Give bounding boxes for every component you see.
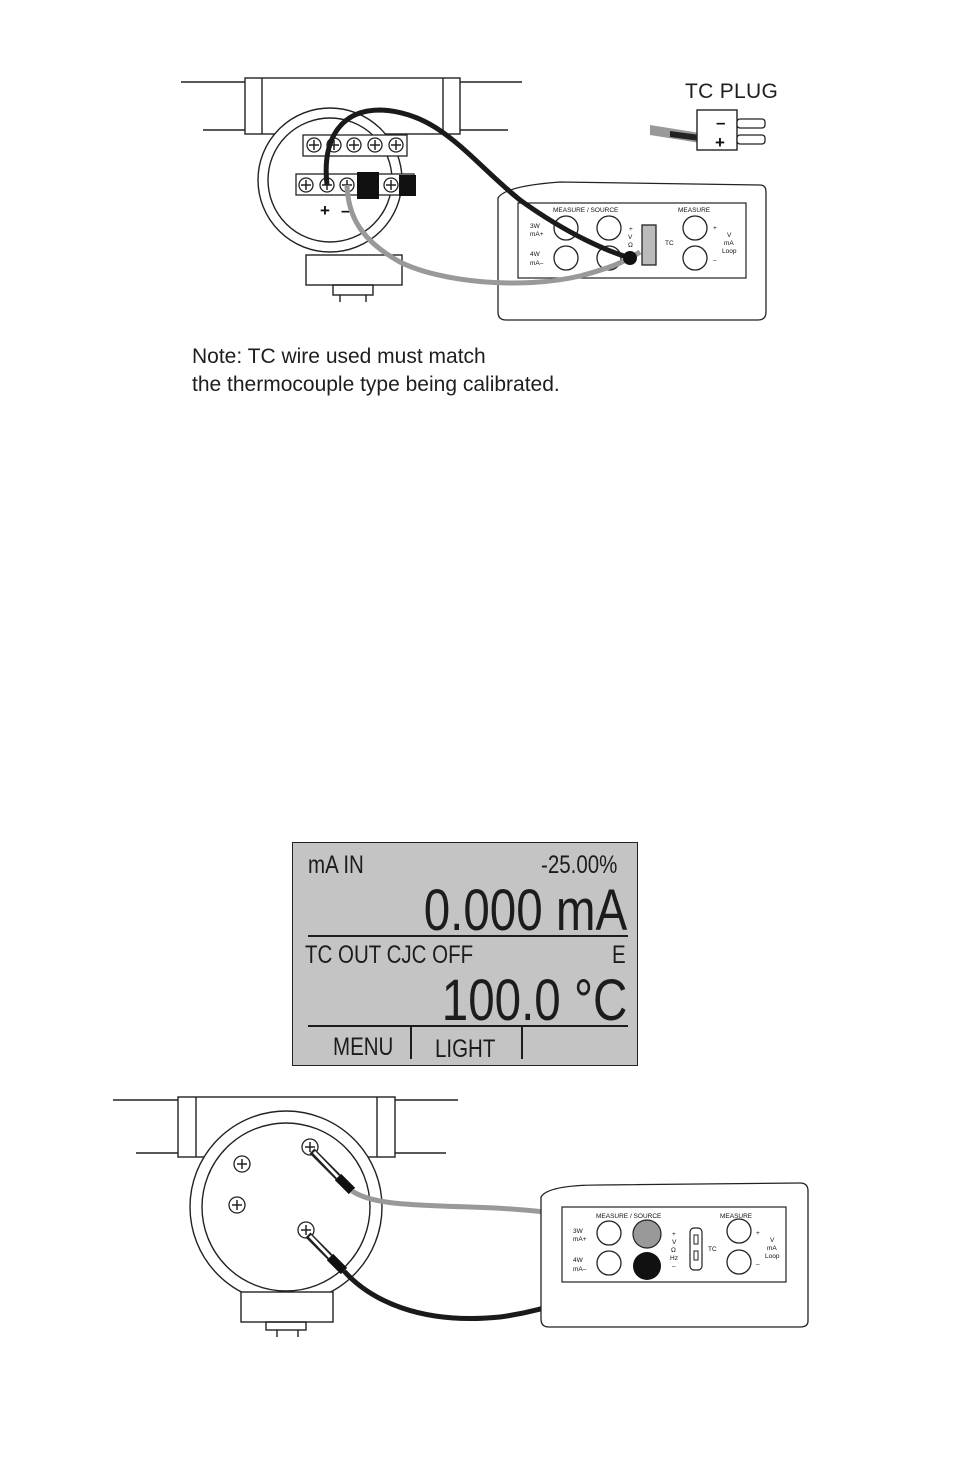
note-line-1: Note: TC wire used must match (192, 345, 486, 368)
panel2-measure: MEASURE (720, 1213, 753, 1220)
terminal-plus-label: + (320, 201, 330, 220)
panel2-mid-v: V (672, 1239, 677, 1246)
plug-minus: – (716, 113, 725, 132)
panel2-3w: 3W (573, 1228, 584, 1235)
panel2-right-loop: Loop (765, 1253, 780, 1260)
calibrator-panel-2: MEASURE / SOURCE MEASURE 3W mA+ 4W mA– +… (540, 1182, 809, 1328)
panel-3w: 3W (530, 223, 541, 230)
note-line-2: the thermocouple type being calibrated. (192, 373, 560, 396)
terminal-block-bottom (295, 172, 416, 199)
lcd-divider-2 (308, 1025, 628, 1027)
panel2-right-plus: + (756, 1230, 760, 1237)
lcd-divider-1 (308, 935, 628, 937)
softkey-light[interactable]: LIGHT (435, 1035, 496, 1063)
transmitter-housing-2 (113, 1096, 458, 1337)
terminal-minus-label: – (341, 201, 350, 220)
panel-right-loop: Loop (722, 248, 737, 255)
panel2-mid-minus: – (672, 1263, 676, 1270)
panel-mid-v: V (628, 234, 633, 241)
tc-plug-icon: – + (650, 109, 766, 152)
lcd-top-left: mA IN (308, 851, 364, 879)
lcd-main-value: 0.000 mA (423, 878, 627, 943)
panel2-mid-hz: Hz (670, 1255, 678, 1262)
panel-measure: MEASURE (678, 207, 711, 214)
panel-ma-plus: mA+ (530, 231, 544, 238)
softkey-menu[interactable]: MENU (333, 1033, 394, 1061)
panel-tc: TC (665, 240, 674, 247)
plug-plus: + (715, 133, 725, 152)
panel2-ma-minus: mA– (573, 1266, 587, 1273)
tc-wiring-diagram: + – – + MEASURE / SOURCE MEASURE 3W mA+ … (181, 77, 767, 321)
note-text: Note: TC wire used must match the thermo… (192, 343, 560, 399)
calibrator-panel: MEASURE / SOURCE MEASURE 3W mA+ 4W mA– +… (497, 181, 767, 321)
softkey-separator-1 (410, 1027, 412, 1059)
black-tc-wire (323, 107, 631, 261)
panel2-mid-plus: + (672, 1231, 676, 1238)
tc-plug-label: TC PLUG (685, 80, 779, 103)
panel-mid-ohm: Ω (628, 242, 633, 249)
softkey-separator-2 (521, 1027, 523, 1059)
panel-measure-source: MEASURE / SOURCE (553, 207, 619, 214)
gray-tc-wire (344, 184, 642, 286)
terminal-block-top (302, 134, 408, 157)
panel-ma-minus: mA– (530, 260, 544, 267)
panel2-ma-plus: mA+ (573, 1236, 587, 1243)
panel-4w: 4W (530, 251, 541, 258)
panel-right-plus: + (713, 225, 717, 232)
panel2-tc: TC (708, 1246, 717, 1253)
panel2-measure-source: MEASURE / SOURCE (596, 1213, 662, 1220)
panel-right-minus: – (713, 257, 717, 264)
panel2-right-ma: mA (767, 1245, 777, 1252)
panel2-mid-ohm: Ω (671, 1247, 676, 1254)
panel2-right-v: V (770, 1237, 775, 1244)
lcd-mid-left: TC OUT CJC OFF (305, 941, 474, 969)
panel-right-ma: mA (724, 240, 734, 247)
probe-leads (305, 1148, 356, 1275)
panel-right-v: V (727, 232, 732, 239)
tc-connector-block (357, 172, 379, 199)
lcd-mid-right: E (612, 941, 626, 969)
ma-measure-wiring-diagram: MEASURE / SOURCE MEASURE 3W mA+ 4W mA– +… (113, 1096, 809, 1337)
lcd-top-right: -25.00% (541, 851, 618, 879)
panel-mid-plus: + (629, 226, 633, 233)
lcd-display: mA IN -25.00% 0.000 mA TC OUT CJC OFF E … (292, 842, 638, 1066)
panel2-4w: 4W (573, 1257, 584, 1264)
lcd-second-value: 100.0 °C (441, 968, 627, 1033)
panel2-right-minus: – (756, 1261, 760, 1268)
